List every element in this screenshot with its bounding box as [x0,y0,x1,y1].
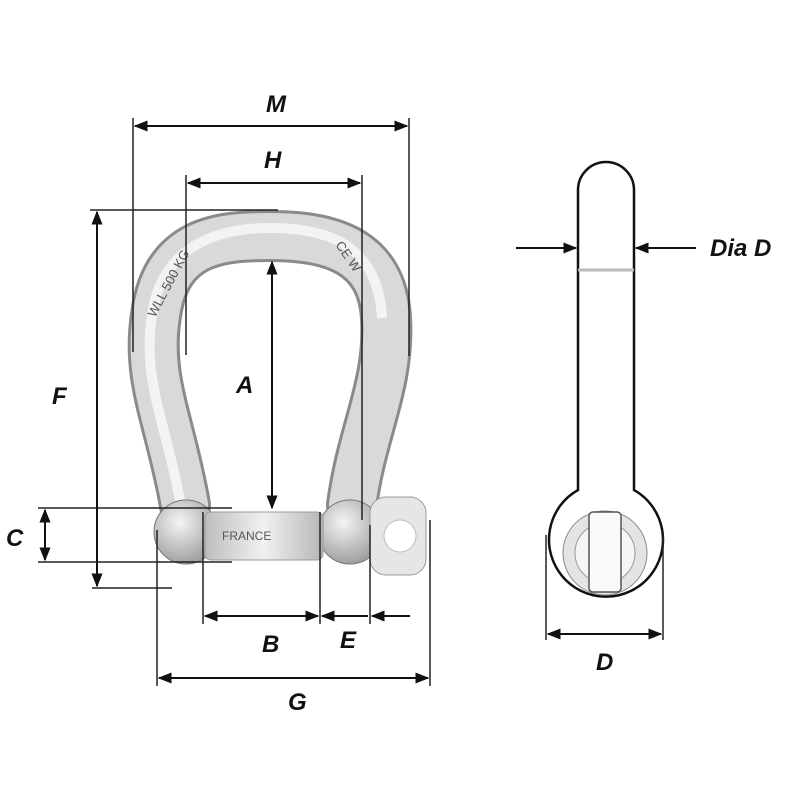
label-h: H [264,147,282,174]
label-dia-d: Dia D [710,235,771,262]
side-pin-slot [588,511,622,593]
label-b: B [262,631,279,658]
label-g: G [288,689,307,716]
label-f: F [52,383,68,410]
label-m: M [266,91,287,118]
dimension-arrows [39,120,696,684]
dimension-labels: M H F A C B E G Dia D D [6,91,771,716]
label-a: A [235,372,253,399]
label-e: E [340,627,357,654]
label-d: D [596,649,613,676]
shackle-bow-highlight [144,222,387,501]
shackle-pin [204,511,324,561]
nut-hole [383,519,417,553]
label-c: C [6,525,24,552]
pin-engraving: FRANCE [222,529,271,543]
shackle-side-view [547,160,665,598]
shackle-front-view: WLL 500 KG CE W FRANCE [127,209,427,576]
shackle-bow [130,212,410,528]
side-profile [547,160,665,598]
extension-lines [38,118,664,686]
